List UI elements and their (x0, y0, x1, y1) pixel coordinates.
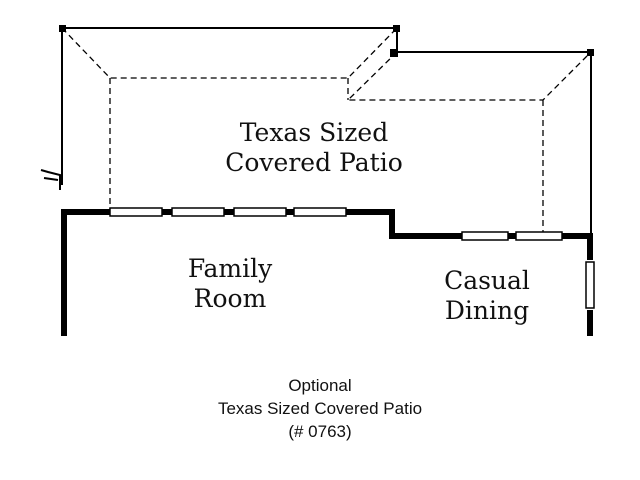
family-room-windows (109, 207, 347, 217)
family-room-label-line1: Family (187, 254, 273, 283)
patio-label-line1: Texas Sized (239, 118, 389, 147)
wall-stub (40, 169, 61, 190)
caption-line3: (# 0763) (288, 422, 352, 441)
house-walls (61, 209, 593, 336)
plan-caption: Optional Texas Sized Covered Patio (# 07… (0, 374, 640, 443)
casual-dining-label: Casual Dining (417, 266, 557, 326)
casual-dining-label-line2: Dining (444, 296, 530, 325)
patio-posts (59, 25, 594, 57)
caption-line1: Optional (288, 376, 352, 395)
patio-label: Texas Sized Covered Patio (214, 118, 414, 178)
dining-windows (461, 231, 563, 241)
caption-line2: Texas Sized Covered Patio (217, 399, 423, 418)
family-room-label-line2: Room (193, 284, 267, 313)
patio-outline (61, 27, 592, 238)
patio-label-line2: Covered Patio (225, 148, 403, 177)
casual-dining-label-line1: Casual (444, 266, 530, 295)
patio-roof-ridge (61, 27, 592, 234)
family-room-label: Family Room (160, 254, 300, 314)
side-window (585, 261, 595, 309)
